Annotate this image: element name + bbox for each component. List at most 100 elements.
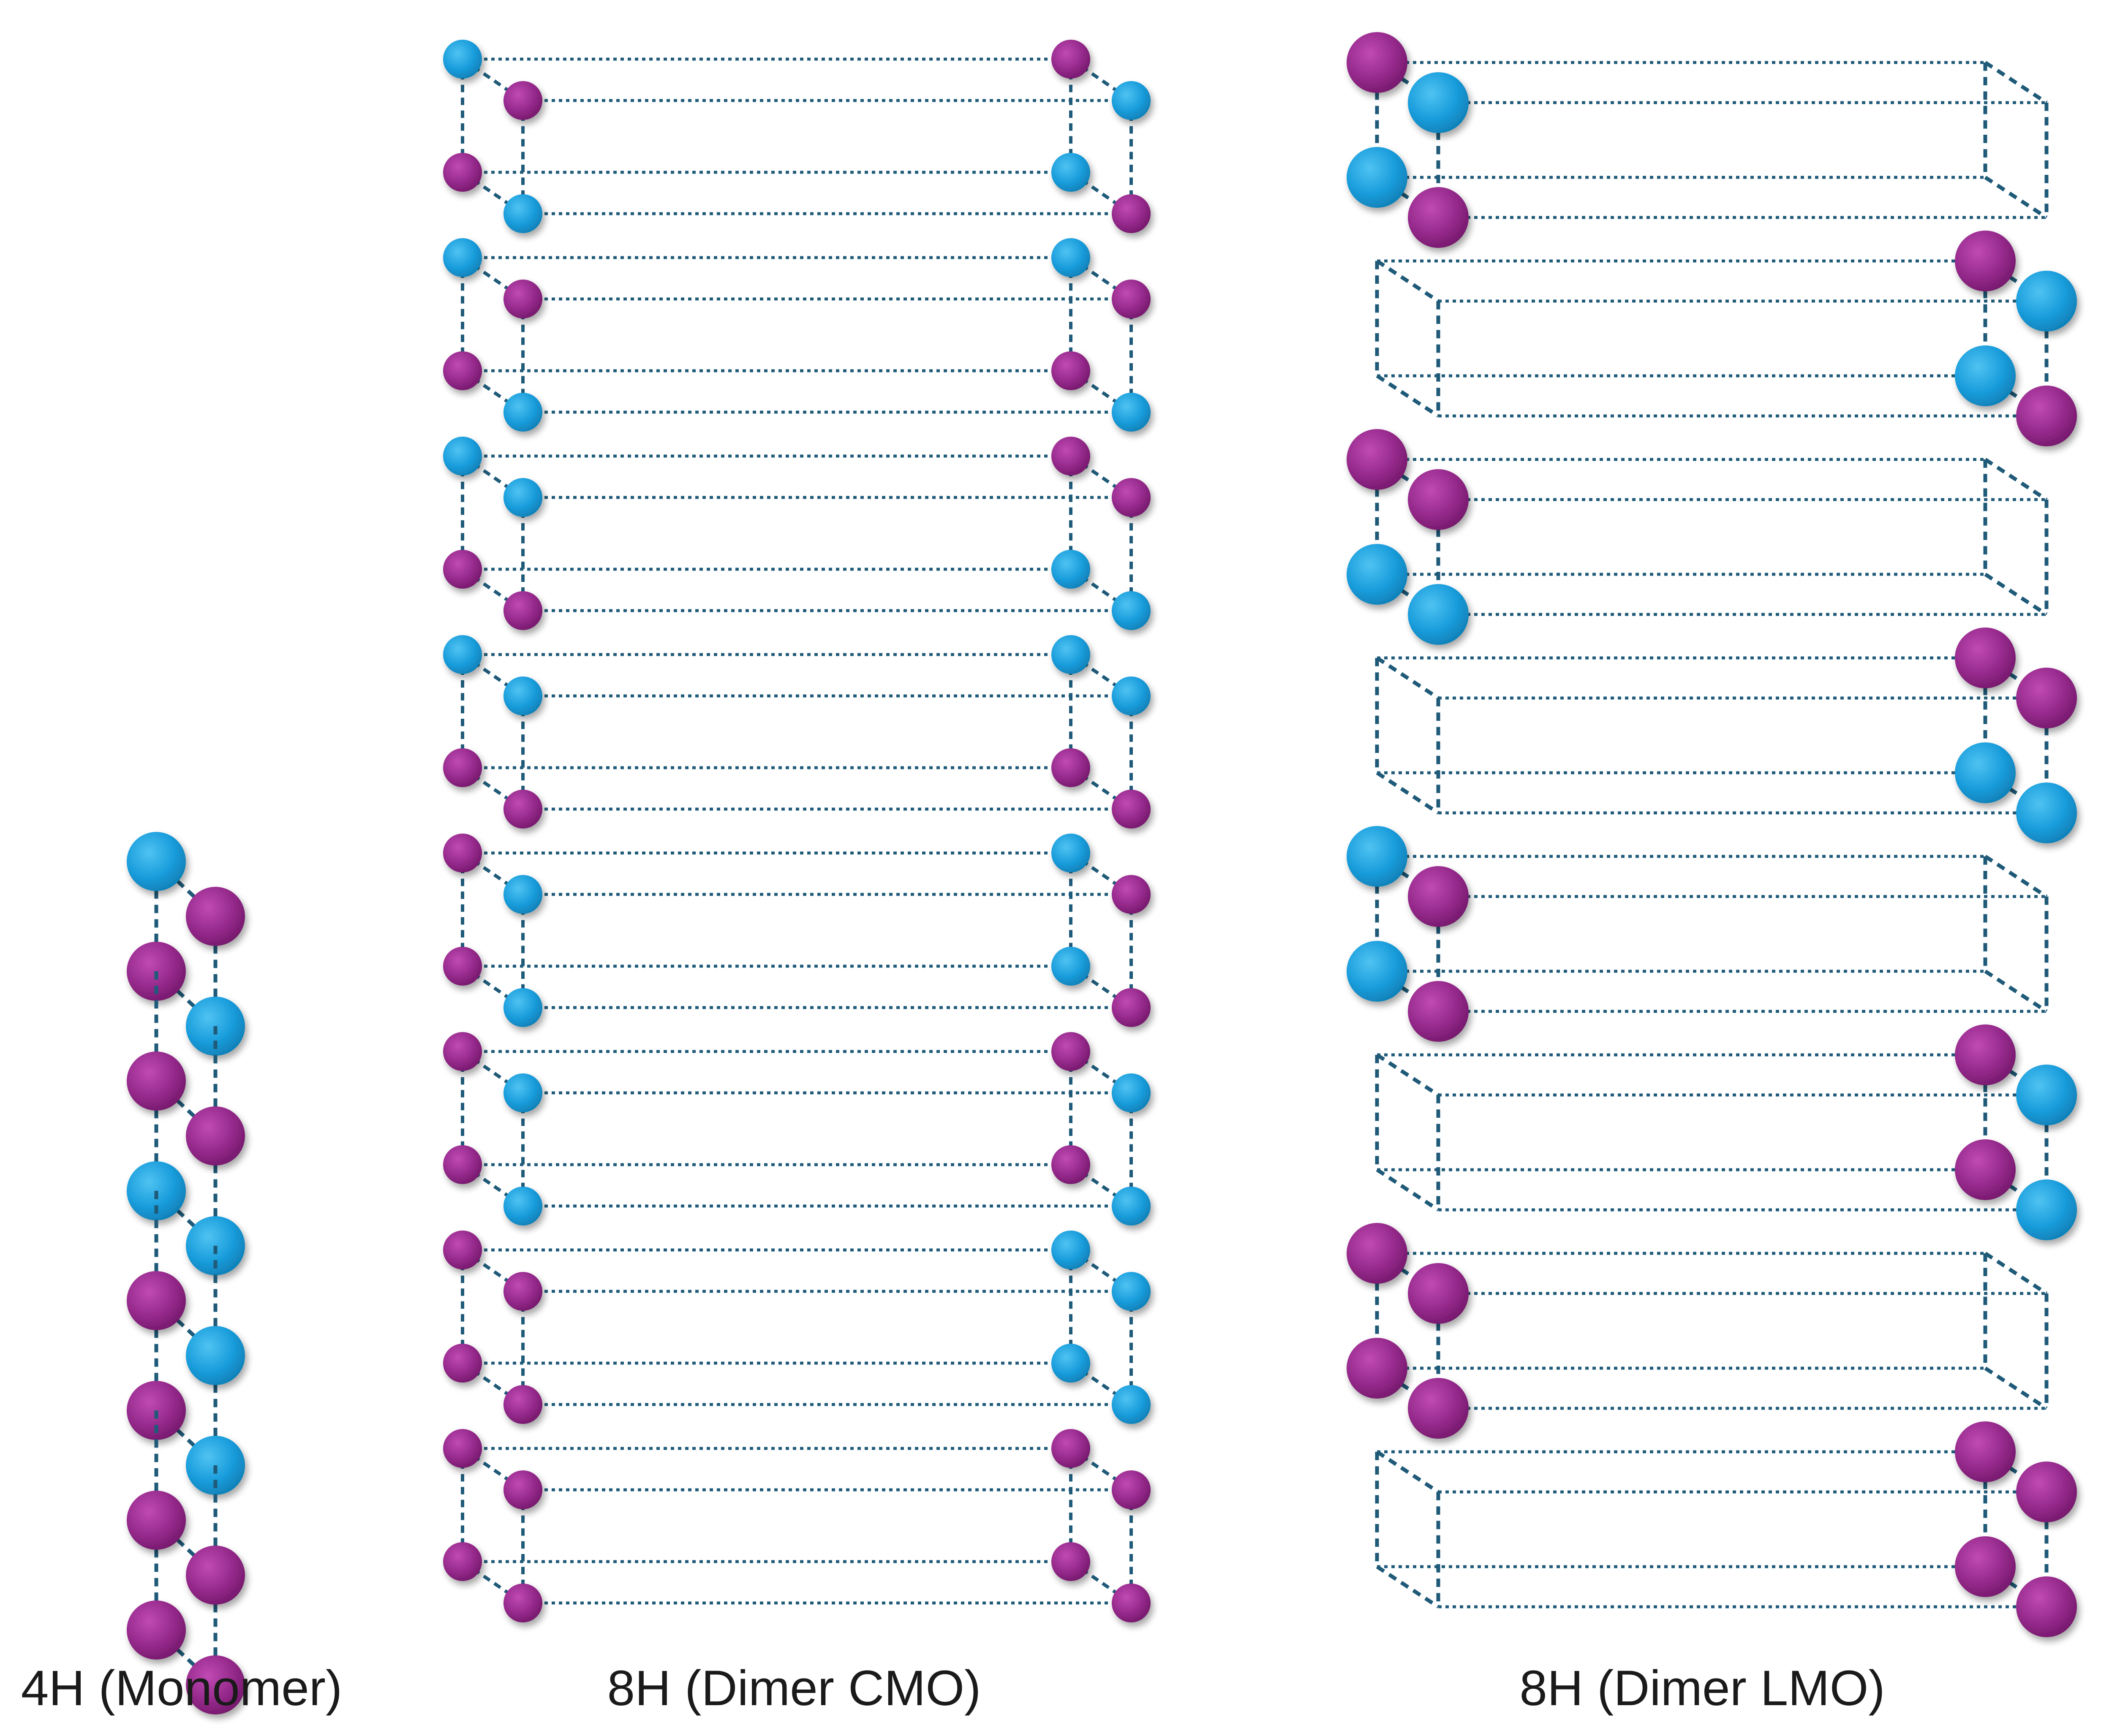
atom-magenta [1955, 628, 2016, 688]
atom-blue [1408, 584, 1469, 645]
empty-frame-edge [1984, 573, 2048, 616]
atom-blue [503, 1187, 542, 1225]
atom-magenta [127, 1051, 186, 1111]
atom-blue [2016, 271, 2077, 331]
atom-blue [443, 40, 482, 79]
atom-blue [1112, 591, 1151, 630]
atom-blue [443, 238, 482, 277]
empty-frame-edge [1984, 458, 2048, 501]
monomer-panel [127, 832, 245, 1714]
atom-blue [1955, 345, 2016, 406]
empty-frame-edge [1376, 656, 1440, 700]
atom-magenta [1112, 1584, 1151, 1622]
atom-blue [2016, 1179, 2077, 1240]
atom-magenta [1347, 1338, 1407, 1399]
empty-frame-edge [1984, 970, 2048, 1013]
atom-magenta [503, 591, 542, 630]
dimer-lmo-caption: 8H (Dimer LMO) [1519, 1660, 1885, 1716]
atom-magenta [1112, 988, 1151, 1027]
empty-frame-edge [1376, 1450, 1440, 1494]
atom-magenta [186, 887, 245, 946]
atom-magenta [1408, 981, 1469, 1042]
atom-magenta [127, 1271, 186, 1330]
atom-blue [2016, 782, 2077, 843]
atom-blue [503, 393, 542, 432]
atom-magenta [1112, 280, 1151, 318]
atom-magenta [443, 748, 482, 787]
atom-magenta [443, 1542, 482, 1581]
atom-blue [1347, 544, 1407, 605]
atom-magenta [443, 1344, 482, 1383]
atom-magenta [127, 1600, 186, 1660]
atom-blue [1112, 676, 1151, 715]
atom-magenta [443, 1032, 482, 1071]
atom-magenta [1347, 429, 1407, 490]
atom-magenta [1347, 1223, 1407, 1284]
atom-blue [1112, 1187, 1151, 1225]
empty-frame-edge [1376, 259, 1440, 303]
atom-blue [503, 478, 542, 517]
atom-magenta [1051, 1542, 1090, 1581]
atom-blue [1051, 238, 1090, 277]
atom-magenta [1112, 478, 1151, 517]
atom-magenta [1955, 231, 2016, 291]
atom-magenta [1408, 866, 1469, 927]
atom-magenta [186, 1546, 245, 1605]
atom-blue [1955, 742, 2016, 803]
atom-magenta [2016, 1576, 2077, 1637]
dimer-cmo-caption: 8H (Dimer CMO) [607, 1660, 981, 1716]
dimer-lmo-panel [1347, 32, 2077, 1637]
atom-magenta [443, 1231, 482, 1269]
empty-frame-edge [1984, 1252, 2048, 1295]
atom-magenta [1051, 1145, 1090, 1184]
atom-magenta [503, 1272, 542, 1311]
atom-magenta [1955, 1139, 2016, 1200]
atom-blue [1347, 941, 1407, 1002]
empty-frame-edge [1376, 1053, 1440, 1097]
atom-magenta [1408, 1378, 1469, 1439]
atom-blue [503, 194, 542, 233]
atom-magenta [503, 1385, 542, 1424]
atom-magenta [1955, 1421, 2016, 1482]
atom-magenta [1112, 1470, 1151, 1509]
empty-frame-edge [1984, 176, 2048, 219]
empty-frame-edge [1376, 771, 1440, 815]
atom-magenta [1112, 194, 1151, 233]
atom-magenta [1955, 1024, 2016, 1085]
atom-magenta [186, 1655, 245, 1714]
empty-frame-edge [1984, 855, 2048, 898]
dimer-cmo-panel [443, 40, 1151, 1622]
atom-blue [1112, 1385, 1151, 1424]
atom-blue [1112, 1272, 1151, 1311]
atom-blue [1051, 550, 1090, 589]
atom-magenta [503, 1584, 542, 1622]
atom-magenta [1051, 437, 1090, 475]
atom-magenta [443, 351, 482, 390]
atom-blue [1112, 81, 1151, 120]
monomer-caption: 4H (Monomer) [21, 1660, 343, 1716]
atom-magenta [1051, 40, 1090, 79]
empty-frame-edge [1984, 61, 2048, 104]
atom-blue [503, 875, 542, 914]
atom-magenta [1408, 187, 1469, 248]
atom-blue [1051, 1344, 1090, 1383]
atom-magenta [1051, 351, 1090, 390]
atom-magenta [443, 834, 482, 872]
atom-magenta [443, 1429, 482, 1468]
atom-magenta [443, 947, 482, 986]
atom-blue [127, 832, 186, 891]
atom-blue [186, 1326, 245, 1385]
atom-magenta [2016, 386, 2077, 446]
atom-magenta [2016, 668, 2077, 728]
atom-blue [1112, 393, 1151, 432]
atom-magenta [1051, 748, 1090, 787]
atom-blue [1051, 834, 1090, 872]
atom-magenta [1051, 1429, 1090, 1468]
atom-blue [503, 1073, 542, 1112]
empty-frame-edge [1376, 1168, 1440, 1212]
atom-blue [1051, 635, 1090, 674]
atom-magenta [1112, 790, 1151, 829]
atom-blue [1051, 1231, 1090, 1269]
atom-blue [1408, 72, 1469, 133]
